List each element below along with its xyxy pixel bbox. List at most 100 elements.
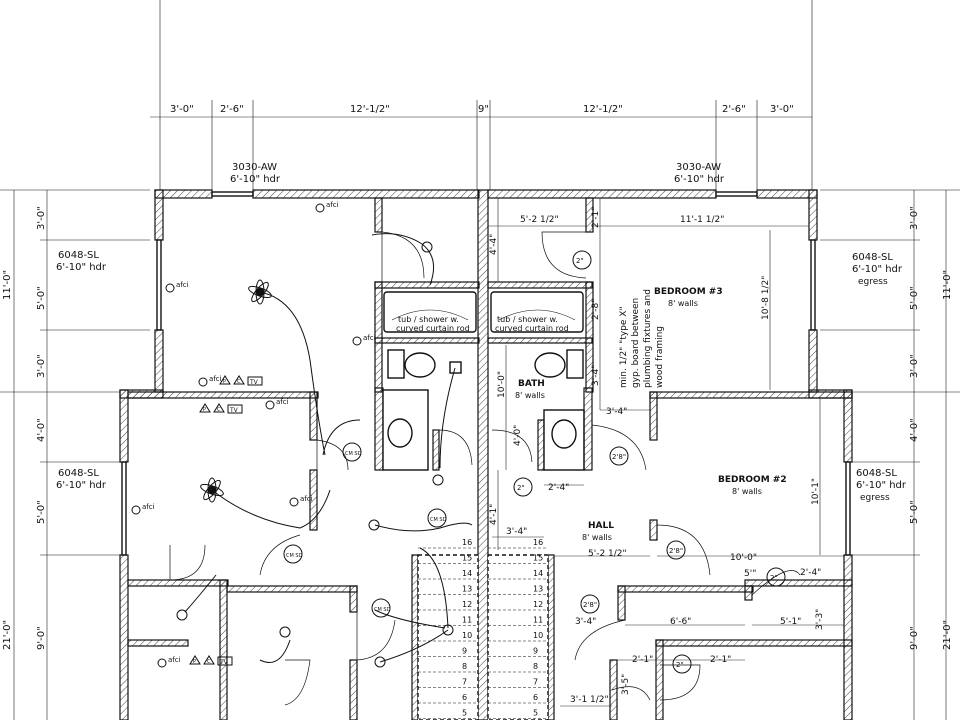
svg-text:afci: afci [326, 201, 339, 209]
svg-text:2'8": 2'8" [669, 547, 683, 555]
svg-text:3'-4": 3'-4" [606, 407, 627, 417]
svg-text:P: P [193, 659, 196, 665]
dim-top-7: 3'-0" [770, 104, 794, 115]
svg-text:4'-0": 4'-0" [513, 425, 523, 446]
svg-text:5'-1": 5'-1" [780, 617, 801, 627]
svg-text:2'-1": 2'-1" [710, 655, 731, 665]
stair-step-number: 6 [533, 693, 538, 702]
svg-text:3'-3": 3'-3" [815, 609, 825, 630]
svg-text:10'-0": 10'-0" [730, 553, 757, 563]
svg-text:CM SD: CM SD [345, 451, 362, 457]
stair-step-number: 16 [533, 538, 543, 547]
window-label-left-lower: 6048-SL 6'-10" hdr [56, 468, 107, 491]
svg-text:C: C [207, 659, 211, 665]
svg-text:HALL: HALL [588, 521, 614, 531]
svg-text:gyp. board between: gyp. board between [631, 298, 641, 388]
stair-step-number: 5 [533, 709, 538, 718]
afci-outlets: afci afci afci afci afci afci afci afci [131, 201, 376, 668]
svg-text:2'-4": 2'-4" [800, 568, 821, 578]
svg-text:10'-1": 10'-1" [811, 478, 821, 505]
svg-text:6048-SL: 6048-SL [58, 468, 99, 479]
tub-left: tub / shower w. curved curtain rod [383, 291, 477, 333]
interior-dimensions: 5'-2 1/2" 11'-1 1/2" 10'-8 1/2" 2'-1" 2'… [488, 198, 844, 707]
dim-top-6: 2'-6" [722, 104, 746, 115]
svg-text:2'8": 2'8" [583, 601, 597, 609]
svg-text:3'-0": 3'-0" [36, 206, 47, 230]
window-label-top-left: 3030-AW 6'-10" hdr [230, 162, 281, 185]
svg-text:10'-0": 10'-0" [497, 371, 507, 398]
svg-text:3'-4": 3'-4" [506, 527, 527, 537]
stair-step-number: 12 [533, 600, 543, 609]
svg-text:3'-0": 3'-0" [909, 354, 920, 378]
svg-text:2'-1": 2'-1" [591, 207, 601, 228]
svg-text:CM SD: CM SD [374, 607, 391, 613]
svg-text:8' walls: 8' walls [668, 299, 698, 308]
sink-left [387, 418, 413, 448]
svg-text:9'-0": 9'-0" [36, 626, 47, 650]
svg-text:6'-6": 6'-6" [670, 617, 691, 627]
window-label-right-upper: 6048-SL 6'-10" hdr egress [852, 252, 903, 287]
svg-text:curved curtain rod: curved curtain rod [396, 324, 470, 333]
svg-text:3030-AW: 3030-AW [232, 162, 277, 173]
svg-text:3'-4": 3'-4" [591, 365, 601, 386]
svg-text:6'-10" hdr: 6'-10" hdr [56, 480, 107, 491]
svg-text:6'-10" hdr: 6'-10" hdr [230, 174, 281, 185]
dim-top-1: 3'-0" [170, 104, 194, 115]
stair-step-number: 11 [533, 616, 543, 625]
sink-right [551, 419, 577, 449]
svg-text:2": 2" [770, 574, 778, 582]
top-dimension-string: 3'-0" 2'-6" 12'-1/2" 9" 12'-1/2" 2'-6" 3… [150, 0, 813, 190]
electrical-wiring [184, 233, 473, 663]
dim-top-3: 12'-1/2" [350, 104, 390, 115]
room-label-bedroom2: BEDROOM #2 8' walls [718, 475, 787, 496]
tub-right: tub / shower w. curved curtain rod [490, 291, 584, 333]
dim-top-2: 2'-6" [220, 104, 244, 115]
svg-text:5'-0": 5'-0" [909, 286, 920, 310]
svg-text:afci: afci [300, 495, 313, 503]
svg-text:2": 2" [576, 257, 584, 265]
right-dimension-string: 3'-0" 5'-0" 3'-0" 4'-0" 5'-0" 9'-0" 11'-… [820, 189, 960, 720]
stair-step-number: 7 [462, 678, 467, 687]
svg-text:5'-2 1/2": 5'-2 1/2" [520, 215, 559, 225]
svg-text:5'-0": 5'-0" [36, 286, 47, 310]
exhaust-fan-icon [449, 361, 462, 374]
svg-text:11'-0": 11'-0" [2, 270, 13, 300]
stair-step-number: 10 [533, 631, 543, 640]
stair-step-number: 9 [533, 647, 538, 656]
svg-text:3'-5": 3'-5" [621, 674, 631, 695]
svg-text:8' walls: 8' walls [582, 533, 612, 542]
dim-top-4: 9" [478, 104, 489, 115]
svg-text:3'-0": 3'-0" [36, 354, 47, 378]
svg-text:5'-2 1/2": 5'-2 1/2" [588, 549, 627, 559]
svg-text:6'-10" hdr: 6'-10" hdr [674, 174, 725, 185]
svg-text:21'-0": 21'-0" [942, 620, 953, 650]
svg-text:2": 2" [517, 484, 525, 492]
svg-text:afci: afci [142, 503, 155, 511]
svg-text:2'8": 2'8" [612, 453, 626, 461]
room-label-hall: HALL 8' walls [582, 521, 614, 542]
svg-text:curved curtain rod: curved curtain rod [495, 324, 569, 333]
fire-separation-note: min. 1/2" "type X" gyp. board between pl… [619, 289, 665, 388]
svg-text:min. 1/2" "type X": min. 1/2" "type X" [619, 306, 629, 388]
stair-step-number: 5 [462, 709, 467, 718]
data-outlet-group: P C TV P C TV P C TV [189, 375, 263, 666]
stair-step-number: 16 [462, 538, 472, 547]
svg-text:P: P [203, 407, 206, 413]
svg-text:3'-4": 3'-4" [575, 617, 596, 627]
svg-text:4'-0": 4'-0" [36, 418, 47, 442]
stair-step-number: 13 [533, 585, 543, 594]
svg-text:afci: afci [363, 334, 376, 342]
recessed-light-icons [176, 241, 454, 668]
toilet-left [387, 349, 436, 379]
svg-text:6'-10" hdr: 6'-10" hdr [856, 480, 907, 491]
dim-top-5: 12'-1/2" [583, 104, 623, 115]
stair-step-number: 13 [462, 585, 472, 594]
door-swings [169, 231, 801, 706]
stair-step-number: 8 [462, 662, 467, 671]
interior-walls-right [487, 197, 853, 720]
svg-text:P: P [223, 379, 226, 385]
stair-step-number: 15 [533, 554, 543, 563]
svg-text:afci: afci [209, 375, 222, 383]
